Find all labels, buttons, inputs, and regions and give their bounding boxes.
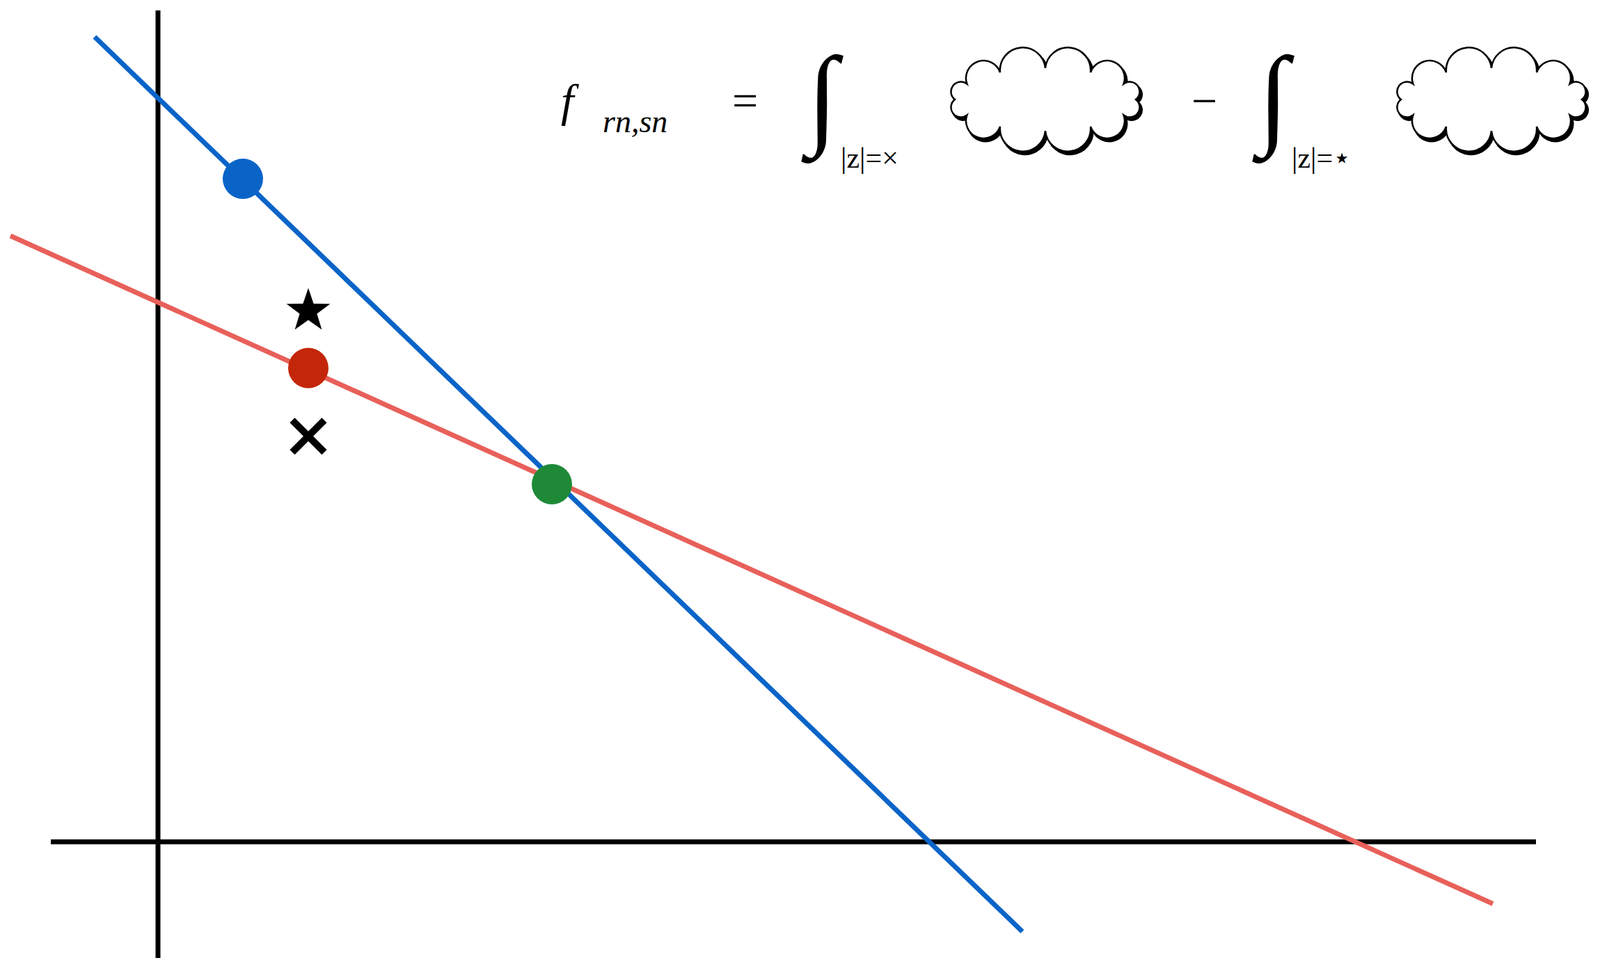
vertical-axis: [155, 10, 161, 958]
cloud-placeholder: [1396, 47, 1588, 154]
cross-marker: [292, 420, 325, 453]
star-marker: [286, 288, 331, 330]
integral-bound: |z|=×: [840, 143, 899, 173]
blue-dot: [222, 158, 264, 200]
integral-bound: |z|=⋆: [1291, 143, 1351, 173]
function-symbol: f: [560, 77, 574, 124]
operator: =: [732, 77, 758, 124]
blue-line: [94, 36, 1023, 932]
red-dot: [288, 347, 329, 389]
horizontal-axis: [50, 840, 1536, 845]
green-dot: [531, 464, 573, 505]
integral-sign: ∫: [1258, 40, 1289, 152]
subscript: rn,sn: [602, 105, 668, 138]
integral-sign: ∫: [807, 40, 838, 152]
cloud-placeholder: [950, 47, 1142, 154]
red-line: [10, 235, 1493, 905]
operator: −: [1191, 77, 1218, 124]
